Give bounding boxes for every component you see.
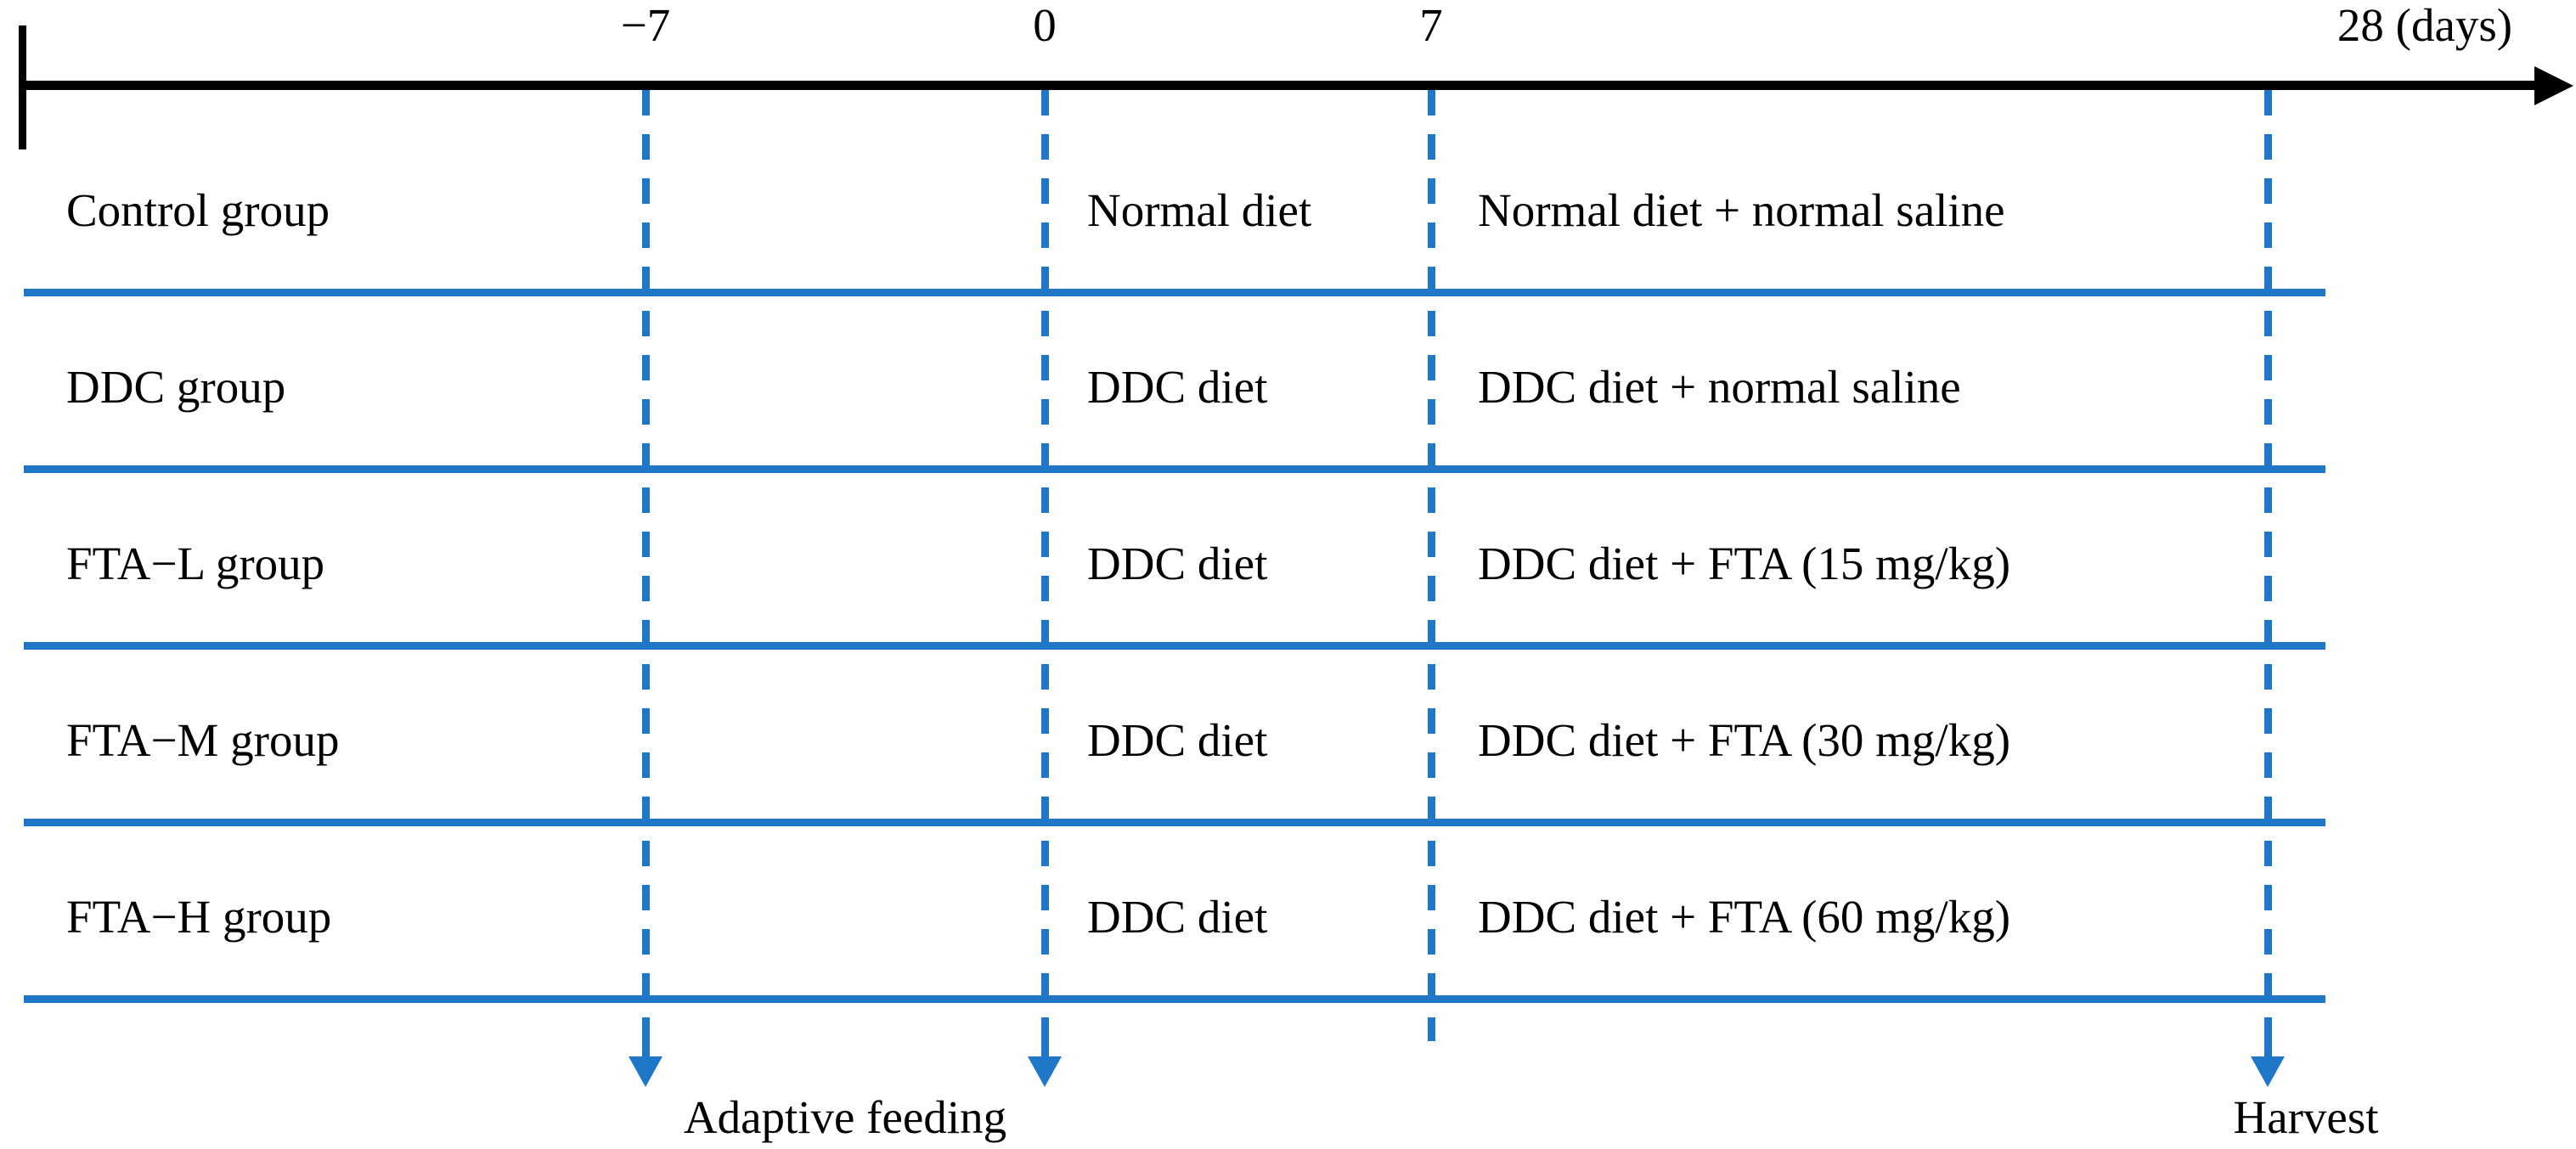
- table-row-fta-l: FTA−L group DDC diet DDC diet + FTA (15 …: [0, 520, 2576, 608]
- annotation-arrow-stem-harvest: [2264, 1029, 2272, 1060]
- annotation-label-harvest: Harvest: [2233, 1091, 2379, 1143]
- row-treatment-label: DDC diet + FTA (30 mg/kg): [1478, 714, 2011, 766]
- guide-line-day-0: [1041, 90, 1049, 1041]
- row-diet-label: DDC diet: [1087, 538, 1268, 589]
- row-divider-2: [24, 465, 2325, 473]
- annotation-label-adaptive-feeding: Adaptive feeding: [683, 1091, 1007, 1143]
- annotation-arrow-head-adaptive-start: [628, 1056, 662, 1087]
- row-treatment-label: DDC diet + FTA (15 mg/kg): [1478, 538, 2011, 589]
- row-divider-4: [24, 819, 2325, 826]
- axis-tick-label-0: 0: [1033, 0, 1057, 51]
- table-row-fta-m: FTA−M group DDC diet DDC diet + FTA (30 …: [0, 696, 2576, 785]
- row-diet-label: DDC diet: [1087, 361, 1268, 413]
- axis-origin-tick: [19, 25, 26, 149]
- table-row-control: Control group Normal diet Normal diet + …: [0, 166, 2576, 255]
- row-diet-label: DDC diet: [1087, 714, 1268, 766]
- axis-tick-label-28-days: 28 (days): [2336, 0, 2513, 51]
- table-row-ddc: DDC group DDC diet DDC diet + normal sal…: [0, 343, 2576, 431]
- timeline-axis-line: [24, 81, 2538, 90]
- table-row-fta-h: FTA−H group DDC diet DDC diet + FTA (60 …: [0, 873, 2576, 961]
- row-group-label: DDC group: [66, 361, 286, 413]
- annotation-arrow-head-harvest: [2251, 1056, 2285, 1087]
- annotation-arrow-head-adaptive-end: [1028, 1056, 1062, 1087]
- row-group-label: FTA−L group: [66, 538, 325, 589]
- row-divider-1: [24, 289, 2325, 296]
- row-group-label: FTA−M group: [66, 714, 340, 766]
- axis-tick-label-minus7: −7: [620, 0, 671, 51]
- row-divider-3: [24, 642, 2325, 650]
- row-treatment-label: DDC diet + normal saline: [1478, 361, 1961, 413]
- row-diet-label: Normal diet: [1087, 184, 1312, 236]
- guide-line-day-7: [1428, 90, 1435, 1041]
- row-diet-label: DDC diet: [1087, 891, 1268, 943]
- guide-line-day-minus7: [642, 90, 650, 1041]
- axis-tick-label-7: 7: [1419, 0, 1443, 51]
- annotation-arrow-stem-adaptive-end: [1041, 1029, 1049, 1060]
- row-treatment-label: DDC diet + FTA (60 mg/kg): [1478, 891, 2011, 943]
- guide-line-day-28: [2264, 90, 2272, 1041]
- annotation-arrow-stem-adaptive-start: [642, 1029, 650, 1060]
- row-treatment-label: Normal diet + normal saline: [1478, 184, 2005, 236]
- timeline-axis-arrowhead-icon: [2534, 66, 2573, 105]
- row-group-label: Control group: [66, 184, 330, 236]
- row-group-label: FTA−H group: [66, 891, 332, 943]
- row-divider-5: [24, 995, 2325, 1003]
